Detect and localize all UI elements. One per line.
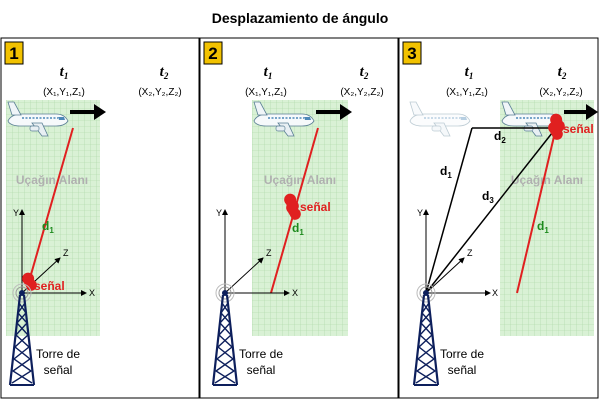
panel-1-number: 1: [9, 44, 18, 63]
time-t2-label: t2: [160, 64, 169, 81]
diagram-title: Desplazamiento de ángulo: [212, 10, 389, 26]
tower-icon: [412, 282, 440, 387]
distance-d1-label: d1: [42, 219, 54, 235]
distance-d2-label: d2: [494, 129, 506, 145]
direction-arrow-icon: [564, 104, 598, 120]
axis-z-label: Z: [63, 248, 69, 258]
coord-1-label: (X₁,Y₁,Z₁): [446, 87, 488, 98]
signal-label: señal: [34, 279, 65, 293]
tower-icon: [211, 282, 239, 387]
distance-line-d3: [425, 127, 557, 294]
time-t2-label: t2: [558, 64, 567, 81]
signal-icon: [22, 272, 37, 291]
signal-label: señal: [300, 200, 331, 214]
panel-3-number-box: [402, 41, 422, 65]
coord-1-label: (X₁,Y₁,Z₁): [245, 87, 287, 98]
coord-2-label: (X₂,Y₂,Z₂): [539, 87, 582, 98]
axis-z-label: Z: [467, 248, 473, 258]
panel-2-number: 2: [208, 44, 217, 63]
axis-x-label: X: [492, 288, 498, 298]
airplane-icon-faded: [409, 101, 471, 137]
axis-z: [425, 257, 465, 294]
direction-arrow-icon: [70, 104, 106, 120]
signal-icon: [286, 201, 301, 220]
signal-icon: [548, 121, 563, 140]
tower-label-line2: señal: [44, 363, 73, 377]
panel-3-frame: [398, 37, 599, 399]
panel-3-number: 3: [407, 44, 416, 63]
coord-2-label: (X₂,Y₂,Z₂): [340, 87, 383, 98]
panel-1-frame: [0, 37, 200, 399]
axis-y-label: Y: [13, 208, 19, 218]
time-t1-label: t1: [60, 64, 69, 81]
time-t2-label: t2: [360, 64, 369, 81]
coord-2-label: (X₂,Y₂,Z₂): [138, 87, 181, 98]
aircraft-zone-label: Uçağın Alanı: [264, 173, 336, 187]
panel-1-number-box: [4, 41, 24, 65]
tower-label-line2: señal: [247, 363, 276, 377]
panel-2-number-box: [203, 41, 223, 65]
aircraft-zone-label: Uçağın Alanı: [511, 173, 583, 187]
panel-1: 1 Uçağın Alanı t1 (X₁,Y₁,Z₁) t2 (X₂,Y₂,Z…: [4, 41, 182, 387]
axis-x-label: X: [292, 288, 298, 298]
panel-2: 2 Uçağın Alanı t1 (X₁,Y₁,Z₁) t2 (X₂,Y₂,Z…: [203, 41, 384, 387]
coord-1-label: (X₁,Y₁,Z₁): [43, 87, 85, 98]
axis-y-label: Y: [216, 208, 222, 218]
distance-d3-label: d3: [482, 189, 494, 205]
aircraft-zone-grid: [252, 100, 348, 336]
aircraft-zone-label: Uçağın Alanı: [16, 173, 88, 187]
distance-d1-label-green: d1: [537, 219, 549, 235]
distance-line-signal: [516, 127, 557, 294]
time-t1-label: t1: [465, 64, 474, 81]
tower-label-line1: Torre de: [239, 347, 283, 361]
panel-3: 3 Uçağın Alanı t1 (X₁,Y₁,Z₁) t2 (X₂,Y₂,Z…: [402, 41, 598, 387]
distance-d1-label: d1: [440, 164, 452, 180]
distance-line-d1: [29, 127, 74, 279]
distance-line-d1: [425, 127, 473, 294]
signal-label: señal: [563, 122, 594, 136]
axis-z-label: Z: [266, 248, 272, 258]
tower-label-line2: señal: [448, 363, 477, 377]
distance-d1-label: d1: [292, 221, 304, 237]
axis-x-label: X: [89, 288, 95, 298]
tower-label-line1: Torre de: [36, 347, 80, 361]
axis-y-label: Y: [417, 208, 423, 218]
time-t1-label: t1: [264, 64, 273, 81]
panel-2-frame: [199, 37, 399, 399]
direction-arrow-icon: [316, 104, 352, 120]
tower-label-line1: Torre de: [440, 347, 484, 361]
